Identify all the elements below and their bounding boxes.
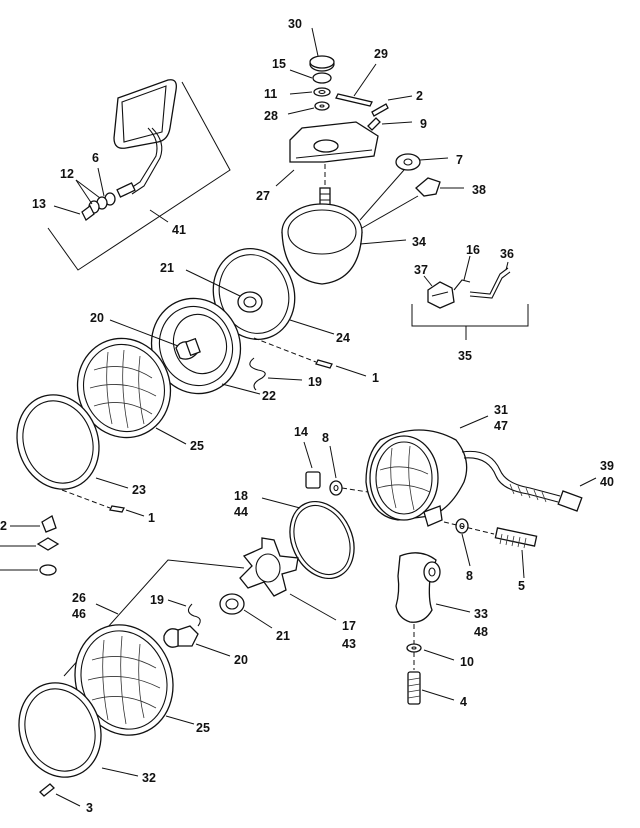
callout-33: 33 [474,607,488,621]
callout-26: 26 [72,591,86,605]
callout-10: 10 [460,655,474,669]
callout-28: 28 [264,109,278,123]
callout-16: 16 [466,243,480,257]
callout-9: 9 [420,117,427,131]
callout-34: 34 [412,235,426,249]
callout-46: 46 [72,607,86,621]
callout-41: 41 [172,223,186,237]
callout-20-lower: 20 [234,653,248,667]
callout-31: 31 [494,403,508,417]
bullet-lamp-assembly [305,429,583,705]
callout-35: 35 [458,349,472,363]
callout-2-top: 2 [416,89,423,103]
callout-19-upper: 19 [308,375,322,389]
callout-22: 22 [262,389,276,403]
lower-headlamp-group [18,559,245,797]
callout-23: 23 [132,483,146,497]
callout-1-lower: 1 [148,511,155,525]
callout-40: 40 [600,475,614,489]
callout-4: 4 [460,695,467,709]
callout-29: 29 [374,47,388,61]
callout-48: 48 [474,625,488,639]
callout-43: 43 [342,637,356,651]
callout-39: 39 [600,459,614,473]
callout-32: 32 [142,771,156,785]
callout-6: 6 [92,151,99,165]
label-group-41: 41 [149,209,186,237]
callout-24: 24 [336,331,350,345]
callout-38: 38 [472,183,486,197]
callout-30: 30 [288,17,302,31]
callout-13: 13 [32,197,46,211]
callout-2-left: 2 [0,519,7,533]
callout-5: 5 [518,579,525,593]
callout-7: 7 [456,153,463,167]
callout-37: 37 [414,263,428,277]
callout-8-left: 8 [322,431,329,445]
callout-25-lower: 25 [196,721,210,735]
callout-36: 36 [500,247,514,261]
callout-20-upper: 20 [90,311,104,325]
callout-3: 3 [86,801,93,815]
mirror-assembly [47,79,231,271]
callout-25-upper: 25 [190,439,204,453]
callout-27: 27 [256,189,270,203]
callout-14: 14 [294,425,308,439]
left-edge-parts [0,515,60,576]
callout-21-lower: 21 [276,629,290,643]
callout-11: 11 [264,87,277,101]
callout-15: 15 [272,57,286,71]
callout-47: 47 [494,419,508,433]
callout-19-lower: 19 [150,593,164,607]
callout-12: 12 [60,167,74,181]
top-mount-parts [281,55,441,285]
callout-18: 18 [234,489,248,503]
callout-21-upper: 21 [160,261,174,275]
ring-and-plate [239,500,355,597]
callout-44: 44 [234,505,248,519]
upper-headlamp-stack [16,248,333,513]
wiring-harness-group [411,267,529,340]
callout-1-upper: 1 [372,371,379,385]
callout-17: 17 [342,619,356,633]
callout-8-right: 8 [466,569,473,583]
